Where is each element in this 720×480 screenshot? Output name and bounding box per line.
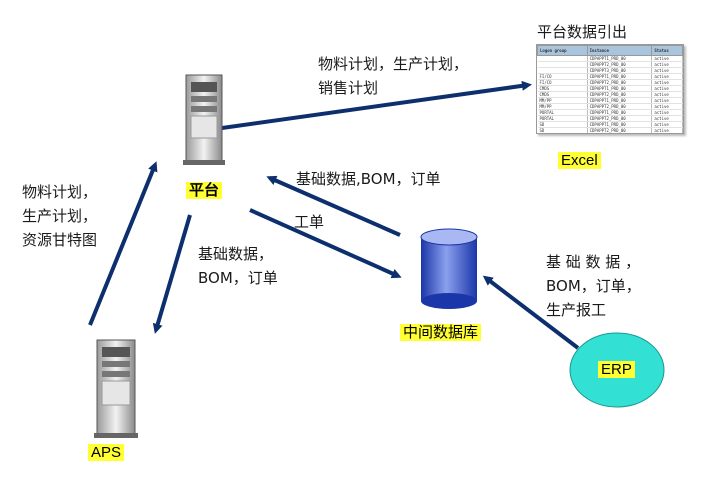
excel-cell: CDPAPPT2_PRD_00: [587, 127, 653, 133]
excel-cell: active: [651, 115, 683, 122]
excel-cell: active: [651, 85, 683, 92]
excel-cell: PORTAL: [537, 109, 588, 116]
excel-cell: MM/PP: [537, 103, 588, 110]
excel-label: Excel: [558, 150, 601, 171]
excel-cell: CDPAPPT1_PRD_00: [587, 121, 653, 128]
edge-label-erp-to-db: 基 础 数 据 ， BOM，订单， 生产报工: [546, 250, 641, 322]
aps-server-icon: [94, 339, 138, 438]
database-cylinder-icon: [420, 228, 478, 309]
excel-cell: active: [651, 61, 683, 68]
excel-cell: CDPAPPT2_PRD_00: [587, 103, 653, 110]
arrow-erp-to-db: [482, 275, 580, 350]
excel-cell: CDPAPPT3_PRD_00: [587, 67, 653, 74]
excel-cell: CDPAPPT1_PRD_00: [587, 97, 653, 104]
excel-cell: active: [651, 109, 683, 116]
aps-label: APS: [88, 442, 125, 463]
edge-label-line: 基 础 数 据 ，: [546, 253, 641, 271]
edge-label-db-to-platform: 基础数据,BOM，订单: [296, 170, 441, 188]
excel-cell: CDPAPPT1_PRD_00: [587, 85, 653, 92]
excel-cell: CDPAPPT1_PRD_00: [587, 55, 653, 62]
excel-cell: CDPAPPT1_PRD_00: [587, 73, 653, 80]
excel-cell: CDPAPPT1_PRD_00: [587, 109, 653, 116]
edge-label-line: 生产报工: [546, 301, 607, 319]
edge-label-line: 物料计划，生产计划，: [318, 55, 469, 73]
excel-cell: CMDS: [537, 85, 588, 92]
excel-cell: FI/CO: [537, 73, 588, 80]
excel-cell: active: [651, 97, 683, 104]
excel-cell: CDPAPPT2_PRD_00: [587, 115, 653, 122]
excel-cell: CDPAPPT2_PRD_00: [587, 79, 653, 86]
erp-label: ERP: [598, 359, 635, 380]
excel-cell: MM/PP: [537, 97, 588, 104]
edge-label-line: 生产计划，: [22, 207, 98, 225]
edge-label-line: BOM，订单，: [546, 277, 641, 295]
excel-cell: active: [651, 67, 683, 74]
edge-label-line: 资源甘特图: [22, 231, 98, 249]
excel-header-cell: Instance: [586, 45, 653, 56]
excel-cell: FI/CO: [537, 79, 588, 86]
export-title: 平台数据引出: [537, 23, 628, 41]
excel-cell: [537, 67, 588, 74]
excel-cell: active: [651, 91, 683, 98]
excel-cell: CDPAPPT2_PRD_00: [587, 61, 653, 68]
arrow-aps-to-platform: [88, 161, 158, 326]
edge-label-line: 销售计划: [318, 79, 379, 97]
edge-label-platform-to-aps: 基础数据， BOM，订单: [198, 242, 278, 290]
excel-cell: SD: [537, 121, 588, 128]
arrow-platform-to-aps: [152, 214, 192, 334]
arrow-db-to-platform: [266, 175, 401, 237]
edge-label-line: BOM，订单: [198, 269, 278, 287]
excel-cell: CMDS: [537, 91, 588, 98]
excel-header-cell: Status: [651, 45, 683, 56]
excel-cell: active: [651, 73, 683, 80]
edge-label-line: 物料计划，: [22, 183, 98, 201]
excel-cell: active: [651, 103, 683, 110]
excel-cell: active: [651, 127, 683, 133]
platform-server-icon: [183, 74, 225, 165]
edge-label-platform-to-excel: 物料计划，生产计划， 销售计划: [318, 52, 468, 100]
excel-cell: [537, 55, 588, 62]
excel-cell: active: [651, 79, 683, 86]
excel-cell: SD: [537, 127, 588, 133]
excel-cell: active: [651, 55, 683, 62]
edge-label-aps-to-platform: 物料计划， 生产计划， 资源甘特图: [22, 180, 97, 252]
excel-cell: CDPAPPT2_PRD_00: [587, 91, 653, 98]
middle-db-label: 中间数据库: [400, 322, 482, 343]
excel-header-cell: Logon group: [537, 45, 588, 56]
arrow-platform-to-db: [249, 208, 402, 279]
excel-cell: [537, 61, 588, 68]
edge-label-line: 基础数据，: [198, 245, 274, 263]
excel-cell: PORTAL: [537, 115, 588, 122]
edge-label-platform-to-db: 工单: [294, 213, 325, 231]
excel-cell: active: [651, 121, 683, 128]
arrow-platform-to-excel: [221, 80, 532, 130]
platform-label: 平台: [186, 180, 223, 201]
